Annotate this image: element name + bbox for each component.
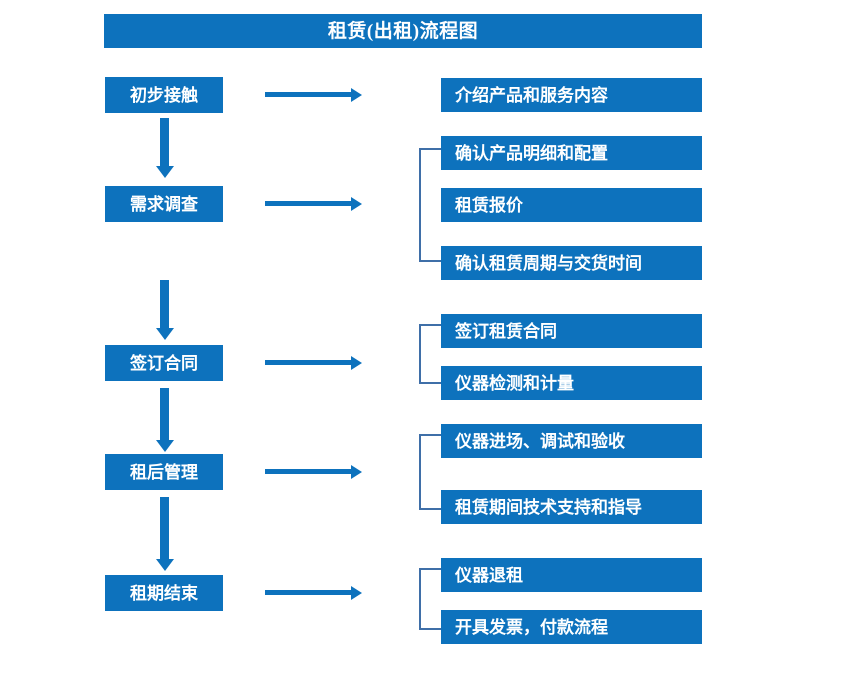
detail-node-label: 确认产品明细和配置 xyxy=(455,143,608,163)
group-bracket-签订合同 xyxy=(419,324,441,384)
detail-node-label: 仪器检测和计量 xyxy=(455,373,574,393)
arrow-right-icon-stage2 xyxy=(265,201,351,206)
arrow-right-icon-stage3 xyxy=(265,360,351,365)
stage-node-label: 初步接触 xyxy=(130,85,198,105)
detail-node-label: 仪器退租 xyxy=(455,565,523,585)
group-bracket-租期结束 xyxy=(419,568,441,630)
detail-node-label: 开具发票，付款流程 xyxy=(455,617,608,637)
stage-node-租后管理[interactable]: 租后管理 xyxy=(105,454,223,490)
detail-node-租赁报价[interactable]: 租赁报价 xyxy=(441,188,702,222)
group-bracket-租后管理 xyxy=(419,434,441,510)
stage-node-label: 需求调查 xyxy=(130,194,198,214)
detail-node-label: 确认租赁周期与交货时间 xyxy=(455,253,642,273)
stage-node-需求调查[interactable]: 需求调查 xyxy=(105,186,223,222)
stage-node-label: 签订合同 xyxy=(130,353,198,373)
detail-node-确认租赁周期与交货时间[interactable]: 确认租赁周期与交货时间 xyxy=(441,246,702,280)
detail-node-label: 签订租赁合同 xyxy=(455,321,557,341)
detail-node-label: 仪器进场、调试和验收 xyxy=(455,431,625,451)
detail-node-签订租赁合同[interactable]: 签订租赁合同 xyxy=(441,314,702,348)
arrow-right-icon-stage4 xyxy=(265,469,351,474)
stage-node-签订合同[interactable]: 签订合同 xyxy=(105,345,223,381)
arrow-down-icon-stage2-to-stage3 xyxy=(160,280,169,328)
stage-node-初步接触[interactable]: 初步接触 xyxy=(105,77,223,113)
arrow-down-icon-stage3-to-stage4 xyxy=(160,388,169,440)
chart-title-banner: 租赁(出租)流程图 xyxy=(104,14,702,48)
detail-node-开具发票付款流程[interactable]: 开具发票，付款流程 xyxy=(441,610,702,644)
detail-node-label: 租赁报价 xyxy=(455,195,523,215)
detail-node-租赁期间技术支持和指导[interactable]: 租赁期间技术支持和指导 xyxy=(441,490,702,524)
detail-node-仪器退租[interactable]: 仪器退租 xyxy=(441,558,702,592)
arrow-down-icon-stage4-to-stage5 xyxy=(160,497,169,559)
detail-node-仪器进场调试和验收[interactable]: 仪器进场、调试和验收 xyxy=(441,424,702,458)
arrow-right-icon-stage1 xyxy=(265,92,351,97)
page-title: 租赁(出租)流程图 xyxy=(327,20,479,42)
stage-node-租期结束[interactable]: 租期结束 xyxy=(105,575,223,611)
arrow-down-icon-stage1-to-stage2 xyxy=(160,118,169,166)
group-bracket-需求调查 xyxy=(419,148,441,262)
detail-node-label: 介绍产品和服务内容 xyxy=(455,85,608,105)
arrow-right-icon-stage5 xyxy=(265,590,351,595)
detail-node-确认产品明细和配置[interactable]: 确认产品明细和配置 xyxy=(441,136,702,170)
detail-node-介绍产品和服务内容[interactable]: 介绍产品和服务内容 xyxy=(441,78,702,112)
stage-node-label: 租期结束 xyxy=(130,583,198,603)
stage-node-label: 租后管理 xyxy=(130,462,198,482)
detail-node-仪器检测和计量[interactable]: 仪器检测和计量 xyxy=(441,366,702,400)
detail-node-label: 租赁期间技术支持和指导 xyxy=(455,497,642,517)
